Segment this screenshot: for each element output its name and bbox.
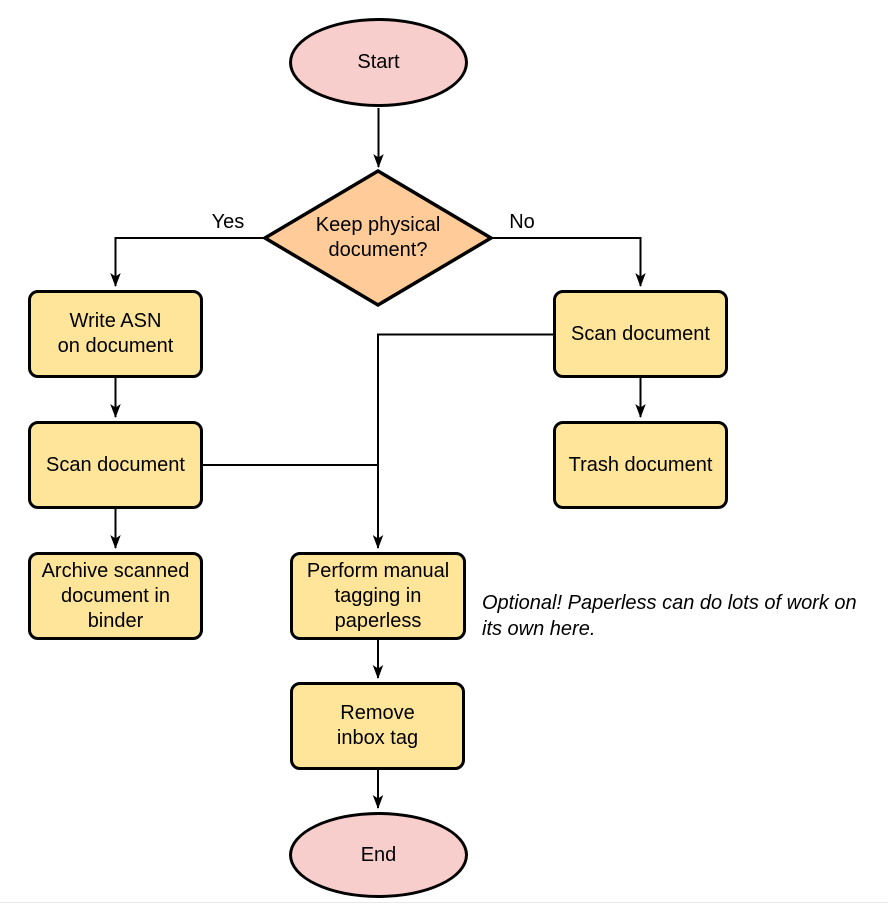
edge-no-decision-scanright — [491, 237, 646, 287]
node-remove-inbox-tag: Remove inbox tag — [290, 682, 465, 770]
node-scan-document-right: Scan document — [553, 290, 728, 378]
node-manual-tagging-label: Perform manual tagging in paperless — [306, 559, 450, 632]
node-archive-scanned-label: Archive scanned document in binder — [41, 559, 190, 632]
node-end: End — [289, 812, 468, 898]
node-start: Start — [289, 18, 468, 107]
node-remove-inbox-tag-label: Remove inbox tag — [336, 702, 419, 749]
node-manual-tagging: Perform manual tagging in paperless — [290, 552, 466, 640]
node-end-label: End — [360, 843, 397, 866]
edge-scanright-tagging — [372, 333, 553, 549]
node-start-label: Start — [357, 51, 400, 73]
node-scan-document-right-label: Scan document — [571, 322, 710, 345]
annotation-note: Optional! Paperless can do lots of work … — [482, 592, 857, 640]
node-trash-document-label: Trash document — [568, 453, 713, 476]
node-decision-label: Keep physical document? — [315, 214, 441, 261]
edge-label-yes: Yes — [211, 211, 245, 233]
node-write-asn: Write ASN on document — [28, 290, 203, 378]
node-write-asn-label: Write ASN on document — [57, 310, 174, 357]
bottom-divider — [0, 902, 888, 903]
node-scan-document-left-label: Scan document — [46, 453, 185, 476]
edge-label-no: No — [509, 211, 535, 233]
node-trash-document: Trash document — [553, 421, 728, 509]
node-scan-document-left: Scan document — [28, 421, 203, 509]
node-archive-scanned: Archive scanned document in binder — [28, 552, 203, 640]
edge-yes-decision-writeasn — [110, 237, 265, 287]
node-decision-diamond — [261, 168, 495, 308]
